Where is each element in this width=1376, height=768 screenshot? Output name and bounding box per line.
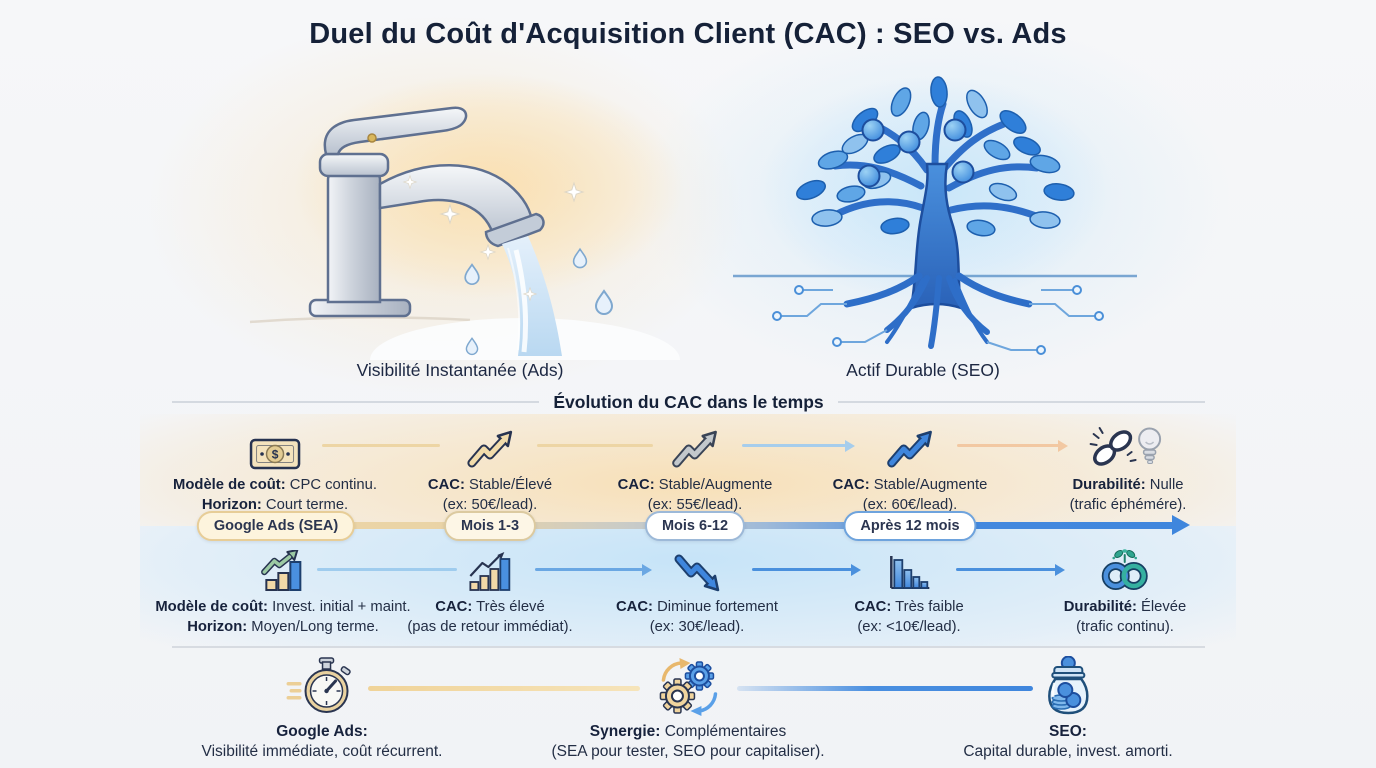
footer-synergie: Synergie: Complémentaires (SEA pour test… [551,654,825,763]
seo-connector-2 [535,568,643,571]
timeline-pill-mois-1-3: Mois 1-3 [443,511,537,541]
seo-connector-1 [317,568,457,571]
footer-connector-blue [737,686,1033,691]
seo-step-5: Durabilité: Élevée (trafic continu). [1064,546,1187,638]
footer-google-ads: Google Ads: Visibilité immédiate, coût r… [202,654,443,763]
money-bill-icon: $ [173,424,377,470]
footer-divider [172,646,1205,648]
header-rule-left [172,401,540,403]
seo-row-band [140,526,1236,646]
ads-step-3: CAC: Stable/Augmente (ex: 55€/lead). [618,424,773,516]
footer-seo: SEO: Capital durable, invest. amorti. [963,654,1173,763]
infinity-sprout-icon [1064,546,1187,592]
timeline-pill-mois-6-12: Mois 6-12 [644,511,746,541]
trend-up-tan-icon [428,424,552,470]
ads-connector-3 [742,444,846,447]
gears-icon [551,654,824,720]
trend-down-blue-icon [616,546,778,592]
header-rule-right [837,401,1205,403]
timeline-arrowhead-icon [1172,515,1190,535]
broken-chain-bulb-icon [1070,424,1187,470]
faucet-icon [249,106,680,360]
ads-step-1: $ Modèle de coût: CPC continu. Horizon: … [173,424,377,516]
footer-connector-tan [368,686,640,691]
trend-up-gray-icon [618,424,773,470]
ads-step-2: CAC: Stable/Élevé (ex: 50€/lead). [428,424,552,516]
seo-step-4: CAC: Très faible (ex: <10€/lead). [854,546,964,638]
seo-connector-4 [956,568,1056,571]
ads-connector-2 [537,444,653,447]
bar-growth-icon [155,546,410,592]
timeline-section-header: Évolution du CAC dans le temps [172,392,1205,412]
bars-decline-icon [854,546,963,592]
seo-step-3: CAC: Diminue fortement (ex: 30€/lead). [616,546,778,638]
page-title: Duel du Coût d'Acquisition Client (CAC) … [309,18,1067,50]
timeline-heading: Évolution du CAC dans le temps [553,391,824,412]
seo-caption: Actif Durable (SEO) [846,360,1000,380]
seo-step-1: Modèle de coût: Invest. initial + maint.… [155,546,411,638]
bar-rise-icon [407,546,572,592]
seo-step-2: CAC: Très élevé (pas de retour immédiat)… [407,546,573,638]
timeline-pill-google-ads-sea: Google Ads (SEA) [196,511,356,541]
trend-up-blue-icon [833,424,988,470]
ads-hero-illustration [220,60,700,360]
ads-connector-1 [322,444,440,447]
money-jar-icon [963,654,1172,720]
svg-text:$: $ [272,448,279,462]
ads-caption: Visibilité Instantanée (Ads) [356,360,564,380]
seo-hero-illustration [715,58,1155,358]
ads-step-4: CAC: Stable/Augmente (ex: 60€/lead). [833,424,988,516]
ads-row-band [140,414,1236,526]
seo-connector-3 [752,568,852,571]
ads-step-5: Durabilité: Nulle (trafic éphémére). [1070,424,1187,516]
digital-tree-icon [733,76,1137,355]
ads-connector-4 [957,444,1059,447]
timeline-pill-apres-12-mois: Après 12 mois [843,511,977,541]
stopwatch-icon [202,654,443,720]
